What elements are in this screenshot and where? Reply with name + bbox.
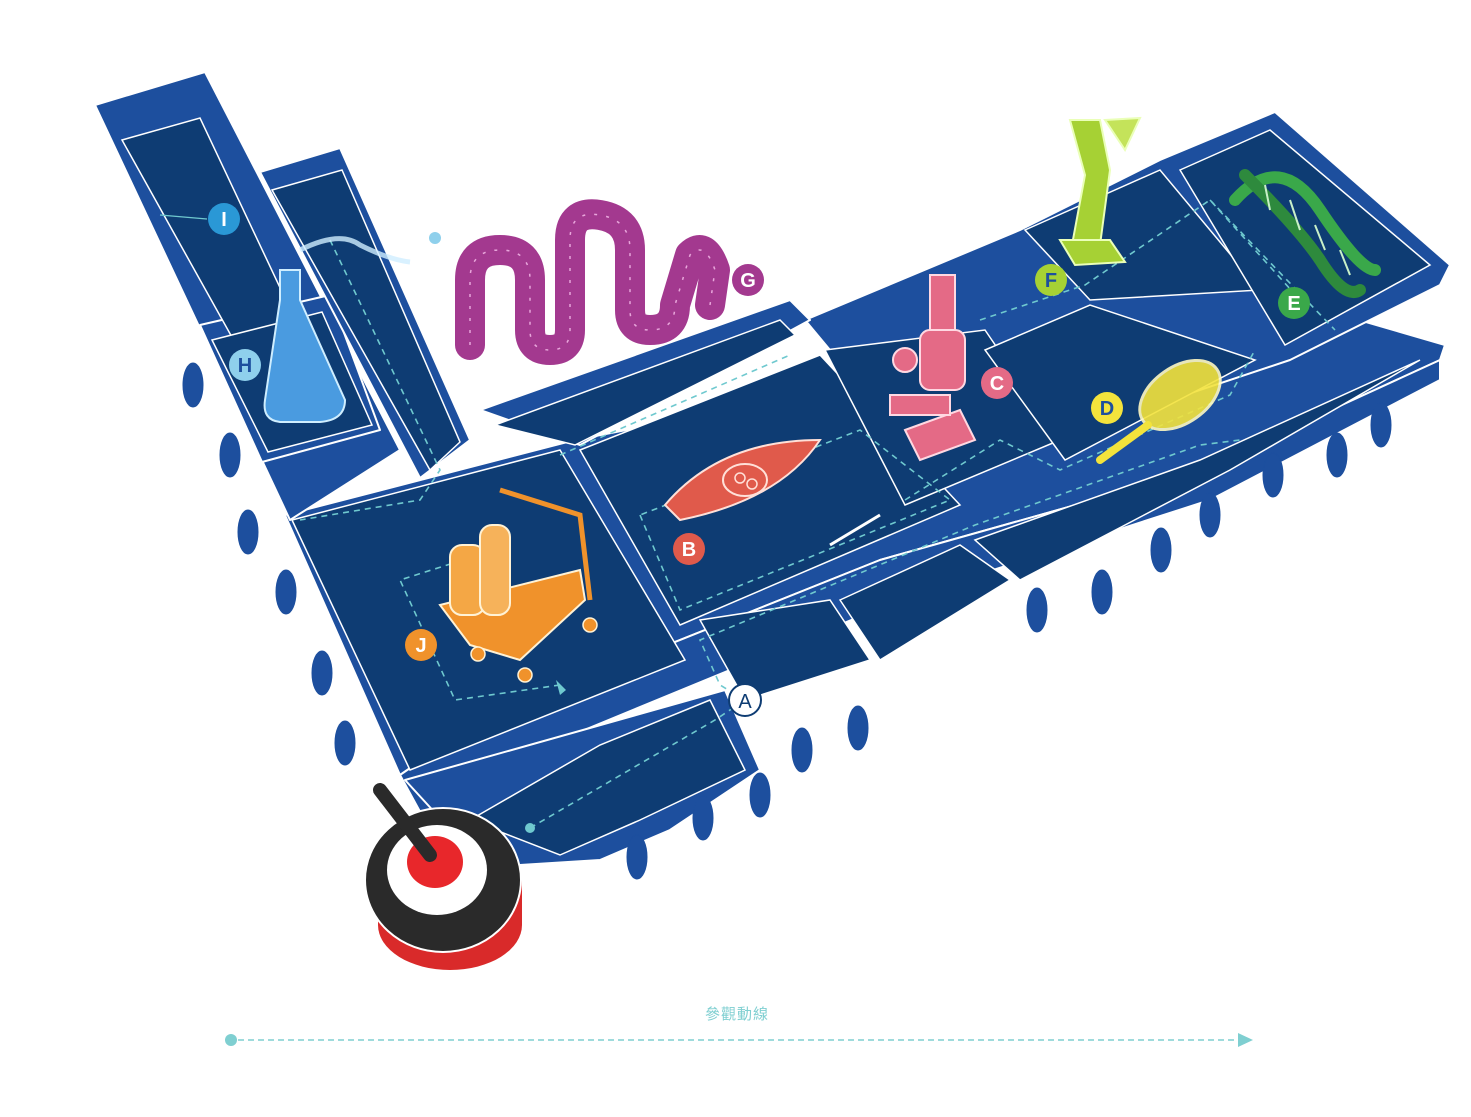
zone-badge-E[interactable]: E: [1278, 287, 1310, 319]
zone-badge-F[interactable]: F: [1035, 264, 1067, 296]
svg-text:D: D: [1100, 398, 1114, 420]
zone-badge-C[interactable]: C: [981, 367, 1013, 399]
zone-badge-J[interactable]: J: [405, 629, 437, 661]
trolley-icon: [438, 487, 598, 683]
svg-text:E: E: [1287, 293, 1300, 315]
dna-icon: [1229, 169, 1381, 298]
legend-start-dot: [225, 1034, 237, 1046]
svg-text:H: H: [238, 355, 252, 377]
flask-icon: [263, 232, 441, 423]
svg-text:A: A: [738, 691, 752, 713]
zone-badge-I[interactable]: I: [159, 203, 240, 235]
svg-text:C: C: [990, 373, 1004, 395]
zone-badges: A B C D E F G H: [159, 203, 1310, 717]
room-D: [983, 304, 1257, 461]
scale-icon: [1058, 116, 1142, 267]
svg-text:G: G: [740, 270, 756, 292]
zone-badge-G[interactable]: G: [732, 264, 764, 296]
zone-badge-B[interactable]: B: [673, 533, 705, 565]
entrance-hall: [468, 699, 747, 856]
cell-icon: [663, 438, 881, 547]
zone-badge-D[interactable]: D: [1091, 392, 1123, 424]
intestine-icon: [455, 199, 730, 365]
zone-badge-A[interactable]: A: [728, 683, 762, 717]
zone-badge-H[interactable]: H: [229, 349, 261, 381]
room-lower-2: [838, 544, 1012, 662]
room-lower-3: [973, 359, 1421, 581]
trees: [182, 362, 1392, 880]
magnifier-icon: [1096, 358, 1222, 464]
svg-text:J: J: [415, 635, 426, 657]
room-G-connector: [492, 319, 797, 446]
route-legend: 參觀動線: [225, 1005, 1253, 1047]
legend-arrow-icon: [1238, 1033, 1253, 1047]
tyre-sculpture-icon: [364, 783, 522, 970]
svg-text:B: B: [682, 539, 696, 561]
corridor-H-J: [270, 169, 461, 472]
svg-text:I: I: [221, 209, 227, 231]
microscope-icon: [889, 274, 977, 462]
legend-label: 參觀動線: [705, 1005, 769, 1023]
room-lower-1: [698, 599, 872, 701]
svg-text:F: F: [1045, 270, 1057, 292]
